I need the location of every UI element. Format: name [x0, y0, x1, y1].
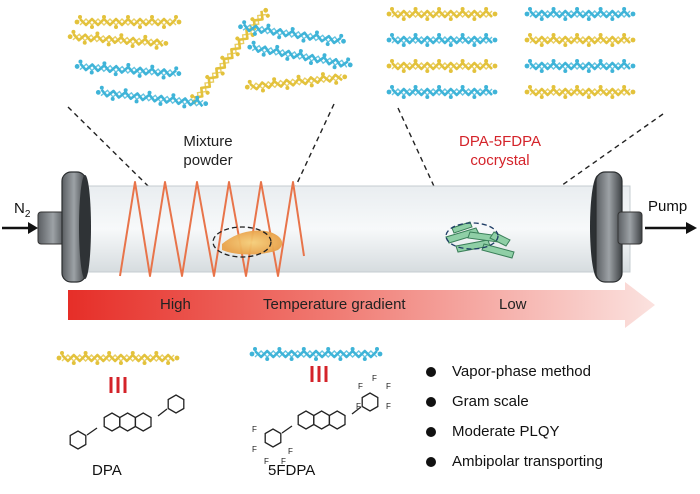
- cocrystal-rods: [445, 221, 515, 259]
- 5fdpa-molecule: [524, 7, 636, 21]
- fluorine-label: F: [386, 402, 391, 411]
- quartz-tube: [69, 185, 631, 273]
- feature-item: Vapor-phase method: [426, 362, 603, 392]
- 5fdpa-structure: [264, 392, 379, 448]
- cocrystal-molecule-cluster: [386, 7, 636, 99]
- fluorine-label: F: [252, 425, 257, 434]
- temperature-gradient-arrow: [68, 282, 655, 328]
- fluorine-label: F: [356, 402, 361, 411]
- feature-text: Ambipolar transporting: [452, 453, 603, 470]
- temperature-gradient-label: Temperature gradient: [263, 296, 406, 313]
- bullet-dot: [426, 367, 436, 377]
- n2-label-main: N: [14, 200, 25, 217]
- dpa-molecule: [56, 351, 180, 365]
- dpa-molecule: [244, 72, 348, 93]
- pump-label: Pump: [648, 198, 688, 215]
- 5fdpa-label: 5FDPA: [268, 462, 316, 479]
- n2-label: N2: [14, 200, 30, 220]
- 5fdpa-molecule: [386, 85, 498, 99]
- dpa-molecule: [524, 85, 636, 99]
- mixture-molecule-cluster: [67, 7, 353, 109]
- cocrystal-label-line2: cocrystal: [470, 152, 530, 169]
- feature-text: Vapor-phase method: [452, 363, 591, 380]
- feature-item: Gram scale: [426, 392, 603, 422]
- feature-item: Ambipolar transporting: [426, 452, 603, 482]
- mixture-powder-label: Mixture powder: [163, 132, 253, 170]
- feature-item: Moderate PLQY: [426, 422, 603, 452]
- 5fdpa-molecule: [238, 20, 346, 47]
- dpa-molecule: [67, 29, 169, 50]
- mixture-powder: [212, 226, 283, 258]
- mixture-label-line2: powder: [183, 152, 233, 169]
- dpa-molecule: [386, 7, 498, 21]
- 5fdpa-molecule: [386, 33, 498, 47]
- dpa-structure: [69, 394, 185, 450]
- feature-list: Vapor-phase method Gram scale Moderate P…: [426, 362, 603, 482]
- bullet-dot: [426, 427, 436, 437]
- fluorine-label: F: [281, 457, 286, 466]
- feature-text: Gram scale: [452, 393, 529, 410]
- dpa-stack-mark: [109, 377, 127, 393]
- fluorine-label: F: [386, 382, 391, 391]
- fluorine-label: F: [252, 445, 257, 454]
- dpa-molecule: [386, 59, 498, 73]
- 5fdpa-molecule-model: [249, 347, 383, 361]
- dpa-molecule: [190, 7, 270, 105]
- fluorine-label: F: [288, 447, 293, 456]
- high-temperature-label: High: [160, 296, 191, 313]
- mixture-label-line1: Mixture: [183, 133, 233, 150]
- pump-outlet-arrow: [645, 222, 697, 234]
- fluorine-label: F: [372, 374, 377, 383]
- bullet-dot: [426, 397, 436, 407]
- fluorine-label: F: [264, 457, 269, 466]
- low-temperature-label: Low: [499, 296, 527, 313]
- 5fdpa-molecule: [74, 59, 182, 80]
- left-tube-flange: [37, 171, 91, 283]
- 5fdpa-molecule: [247, 40, 353, 70]
- cocrystal-label-line1: DPA-5FDPA: [459, 133, 541, 150]
- right-tube-flange: [590, 171, 643, 283]
- 5fdpa-molecule: [524, 59, 636, 73]
- dpa-molecule: [524, 33, 636, 47]
- 5fdpa-stack-mark: [310, 366, 328, 382]
- n2-label-subscript: 2: [24, 209, 31, 220]
- cocrystal-label: DPA-5FDPA cocrystal: [445, 132, 555, 170]
- 5fdpa-molecule: [95, 85, 209, 109]
- 5fdpa-molecule: [249, 347, 383, 361]
- bullet-dot: [426, 457, 436, 467]
- n2-inlet-arrow: [2, 222, 38, 234]
- dpa-molecule: [74, 15, 182, 29]
- dpa-label: DPA: [92, 462, 122, 479]
- dpa-molecule-model: [56, 351, 180, 365]
- fluorine-label: F: [358, 382, 363, 391]
- heating-coil: [119, 181, 305, 277]
- feature-text: Moderate PLQY: [452, 423, 560, 440]
